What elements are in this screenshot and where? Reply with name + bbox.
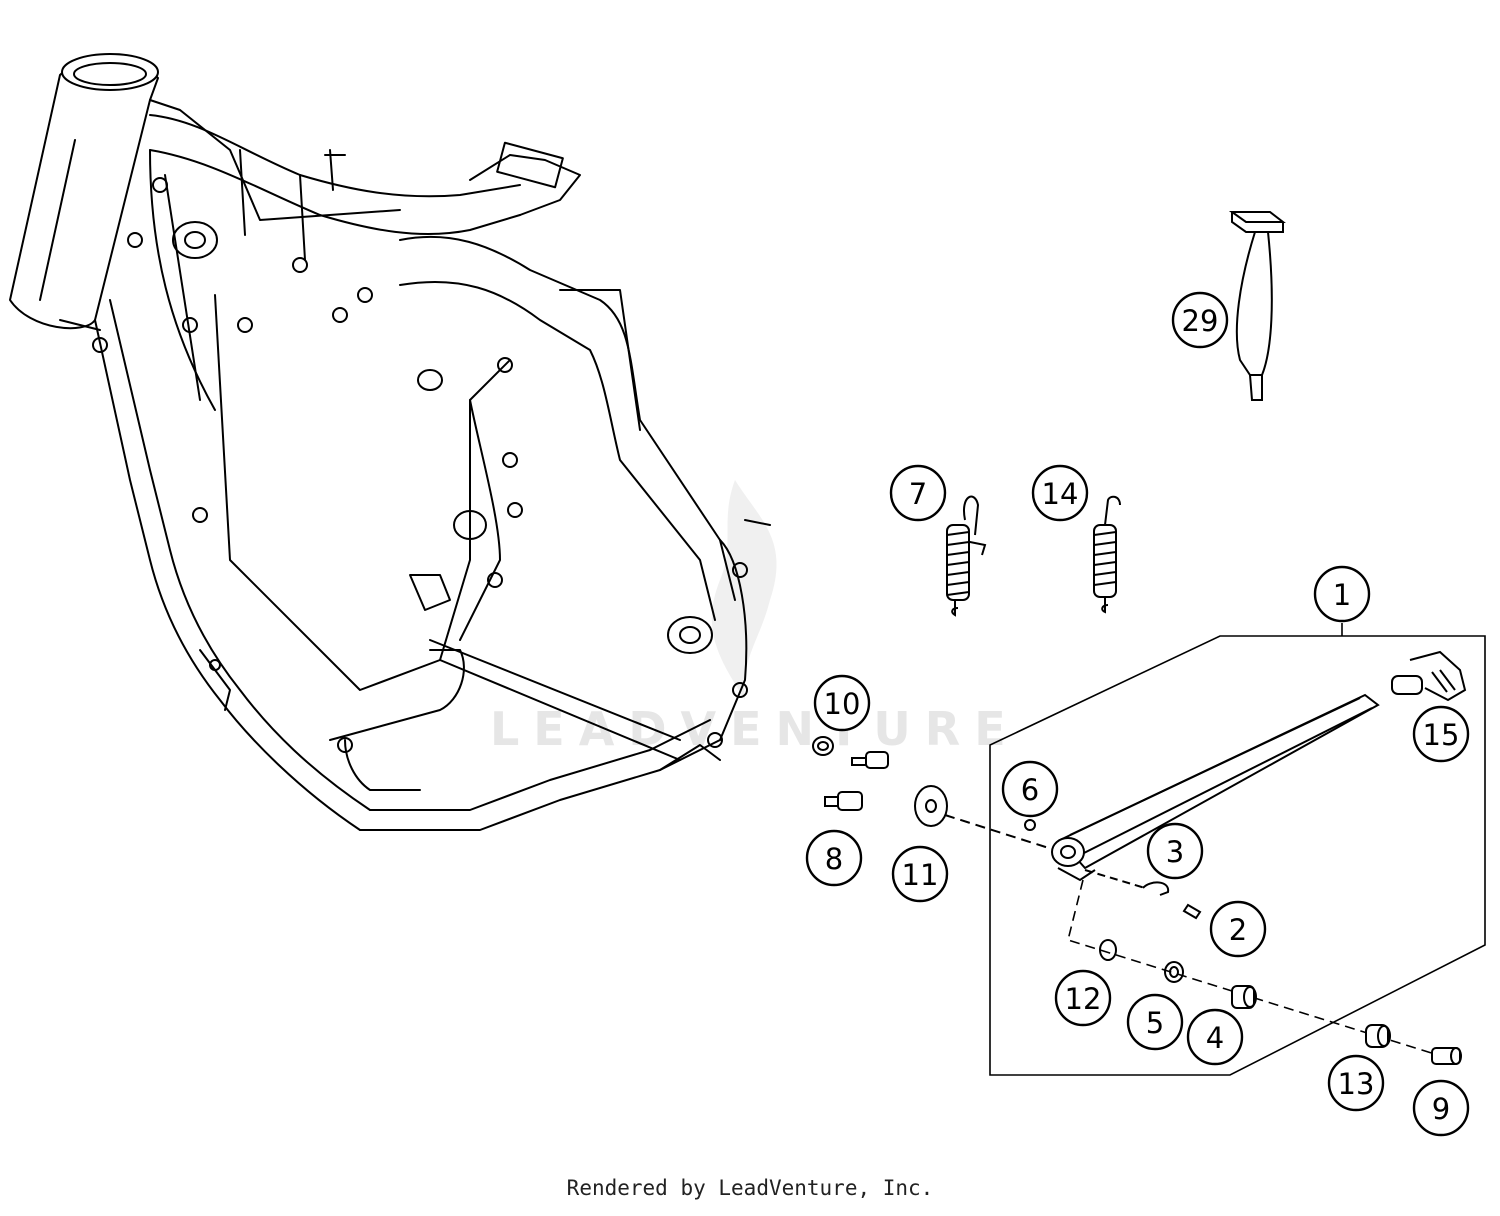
callout-number: 14 [1042, 477, 1079, 511]
callout-circle [1186, 1008, 1244, 1066]
callout-circle [1412, 705, 1470, 763]
callout-number: 10 [824, 687, 861, 721]
footer-credit: Rendered by LeadVenture, Inc. [566, 1176, 934, 1200]
callout-5: 5 [1126, 993, 1184, 1051]
callout-3: 3 [1146, 822, 1204, 880]
callout-circle [805, 829, 863, 887]
callout-number: 29 [1182, 304, 1219, 338]
callout-labels: 29 7 14 1 10 15 6 3 8 11 2 12 5 4 13 9 [805, 291, 1470, 1137]
part-14-spring [1093, 495, 1121, 614]
callout-number: 9 [1432, 1092, 1450, 1126]
callout-circle [1209, 900, 1267, 958]
assembly-axis [1067, 879, 1439, 1056]
callout-8: 8 [805, 829, 863, 887]
callout-1: 1 [1313, 565, 1371, 623]
callout-circle [813, 674, 871, 732]
callout-number: 11 [902, 858, 939, 892]
callout-14: 14 [1031, 464, 1089, 522]
callout-number: 13 [1338, 1067, 1375, 1101]
callout-number: 2 [1229, 913, 1247, 947]
part-4-bushing [1231, 985, 1257, 1009]
callout-circle [1126, 993, 1184, 1051]
part-9-bolt [1431, 1047, 1462, 1065]
part-bolt-upper [851, 751, 889, 769]
callout-circle [1313, 565, 1371, 623]
callout-circle [1412, 1079, 1470, 1137]
part-8-bolt [824, 791, 863, 811]
callout-circle [1031, 464, 1089, 522]
part-15-foot [1391, 650, 1467, 702]
part-2-screw [1084, 869, 1202, 920]
callout-number: 12 [1065, 982, 1102, 1016]
part-10-circlip [812, 736, 834, 756]
part-12-ring [1099, 939, 1117, 961]
callout-12: 12 [1054, 969, 1112, 1027]
callout-29: 29 [1171, 291, 1229, 349]
part-3-side-stand [1024, 693, 1380, 882]
callout-number: 5 [1146, 1006, 1164, 1040]
part-11-washer [914, 785, 1056, 851]
callout-15: 15 [1412, 705, 1470, 763]
callout-10: 10 [813, 674, 871, 732]
callout-circle [1327, 1054, 1385, 1112]
callout-circle [1054, 969, 1112, 1027]
callout-number: 8 [825, 842, 843, 876]
callout-4: 4 [1186, 1008, 1244, 1066]
side-stand-kit-outline [989, 623, 1486, 1076]
motorcycle-frame [9, 53, 771, 831]
callout-circle [1171, 291, 1229, 349]
callout-9: 9 [1412, 1079, 1470, 1137]
part-5-ring [1164, 961, 1184, 983]
callout-13: 13 [1327, 1054, 1385, 1112]
callout-circle [1001, 760, 1059, 818]
callout-circle [889, 464, 947, 522]
callout-number: 3 [1166, 835, 1184, 869]
callout-circle [1146, 822, 1204, 880]
watermark-text: LEADVENTURE [490, 702, 1020, 756]
watermark: LEADVENTURE [490, 480, 1020, 756]
callout-number: 4 [1206, 1021, 1224, 1055]
callout-number: 7 [909, 477, 927, 511]
part-7-spring [946, 495, 987, 617]
callout-number: 15 [1423, 718, 1460, 752]
part-13-bushing [1365, 1024, 1391, 1048]
callout-6: 6 [1001, 760, 1059, 818]
callout-number: 6 [1021, 773, 1039, 807]
part-29-tool [1228, 211, 1286, 401]
callout-number: 1 [1333, 578, 1351, 612]
callout-circle [891, 845, 949, 903]
callout-11: 11 [891, 845, 949, 903]
callout-7: 7 [889, 464, 947, 522]
callout-2: 2 [1209, 900, 1267, 958]
